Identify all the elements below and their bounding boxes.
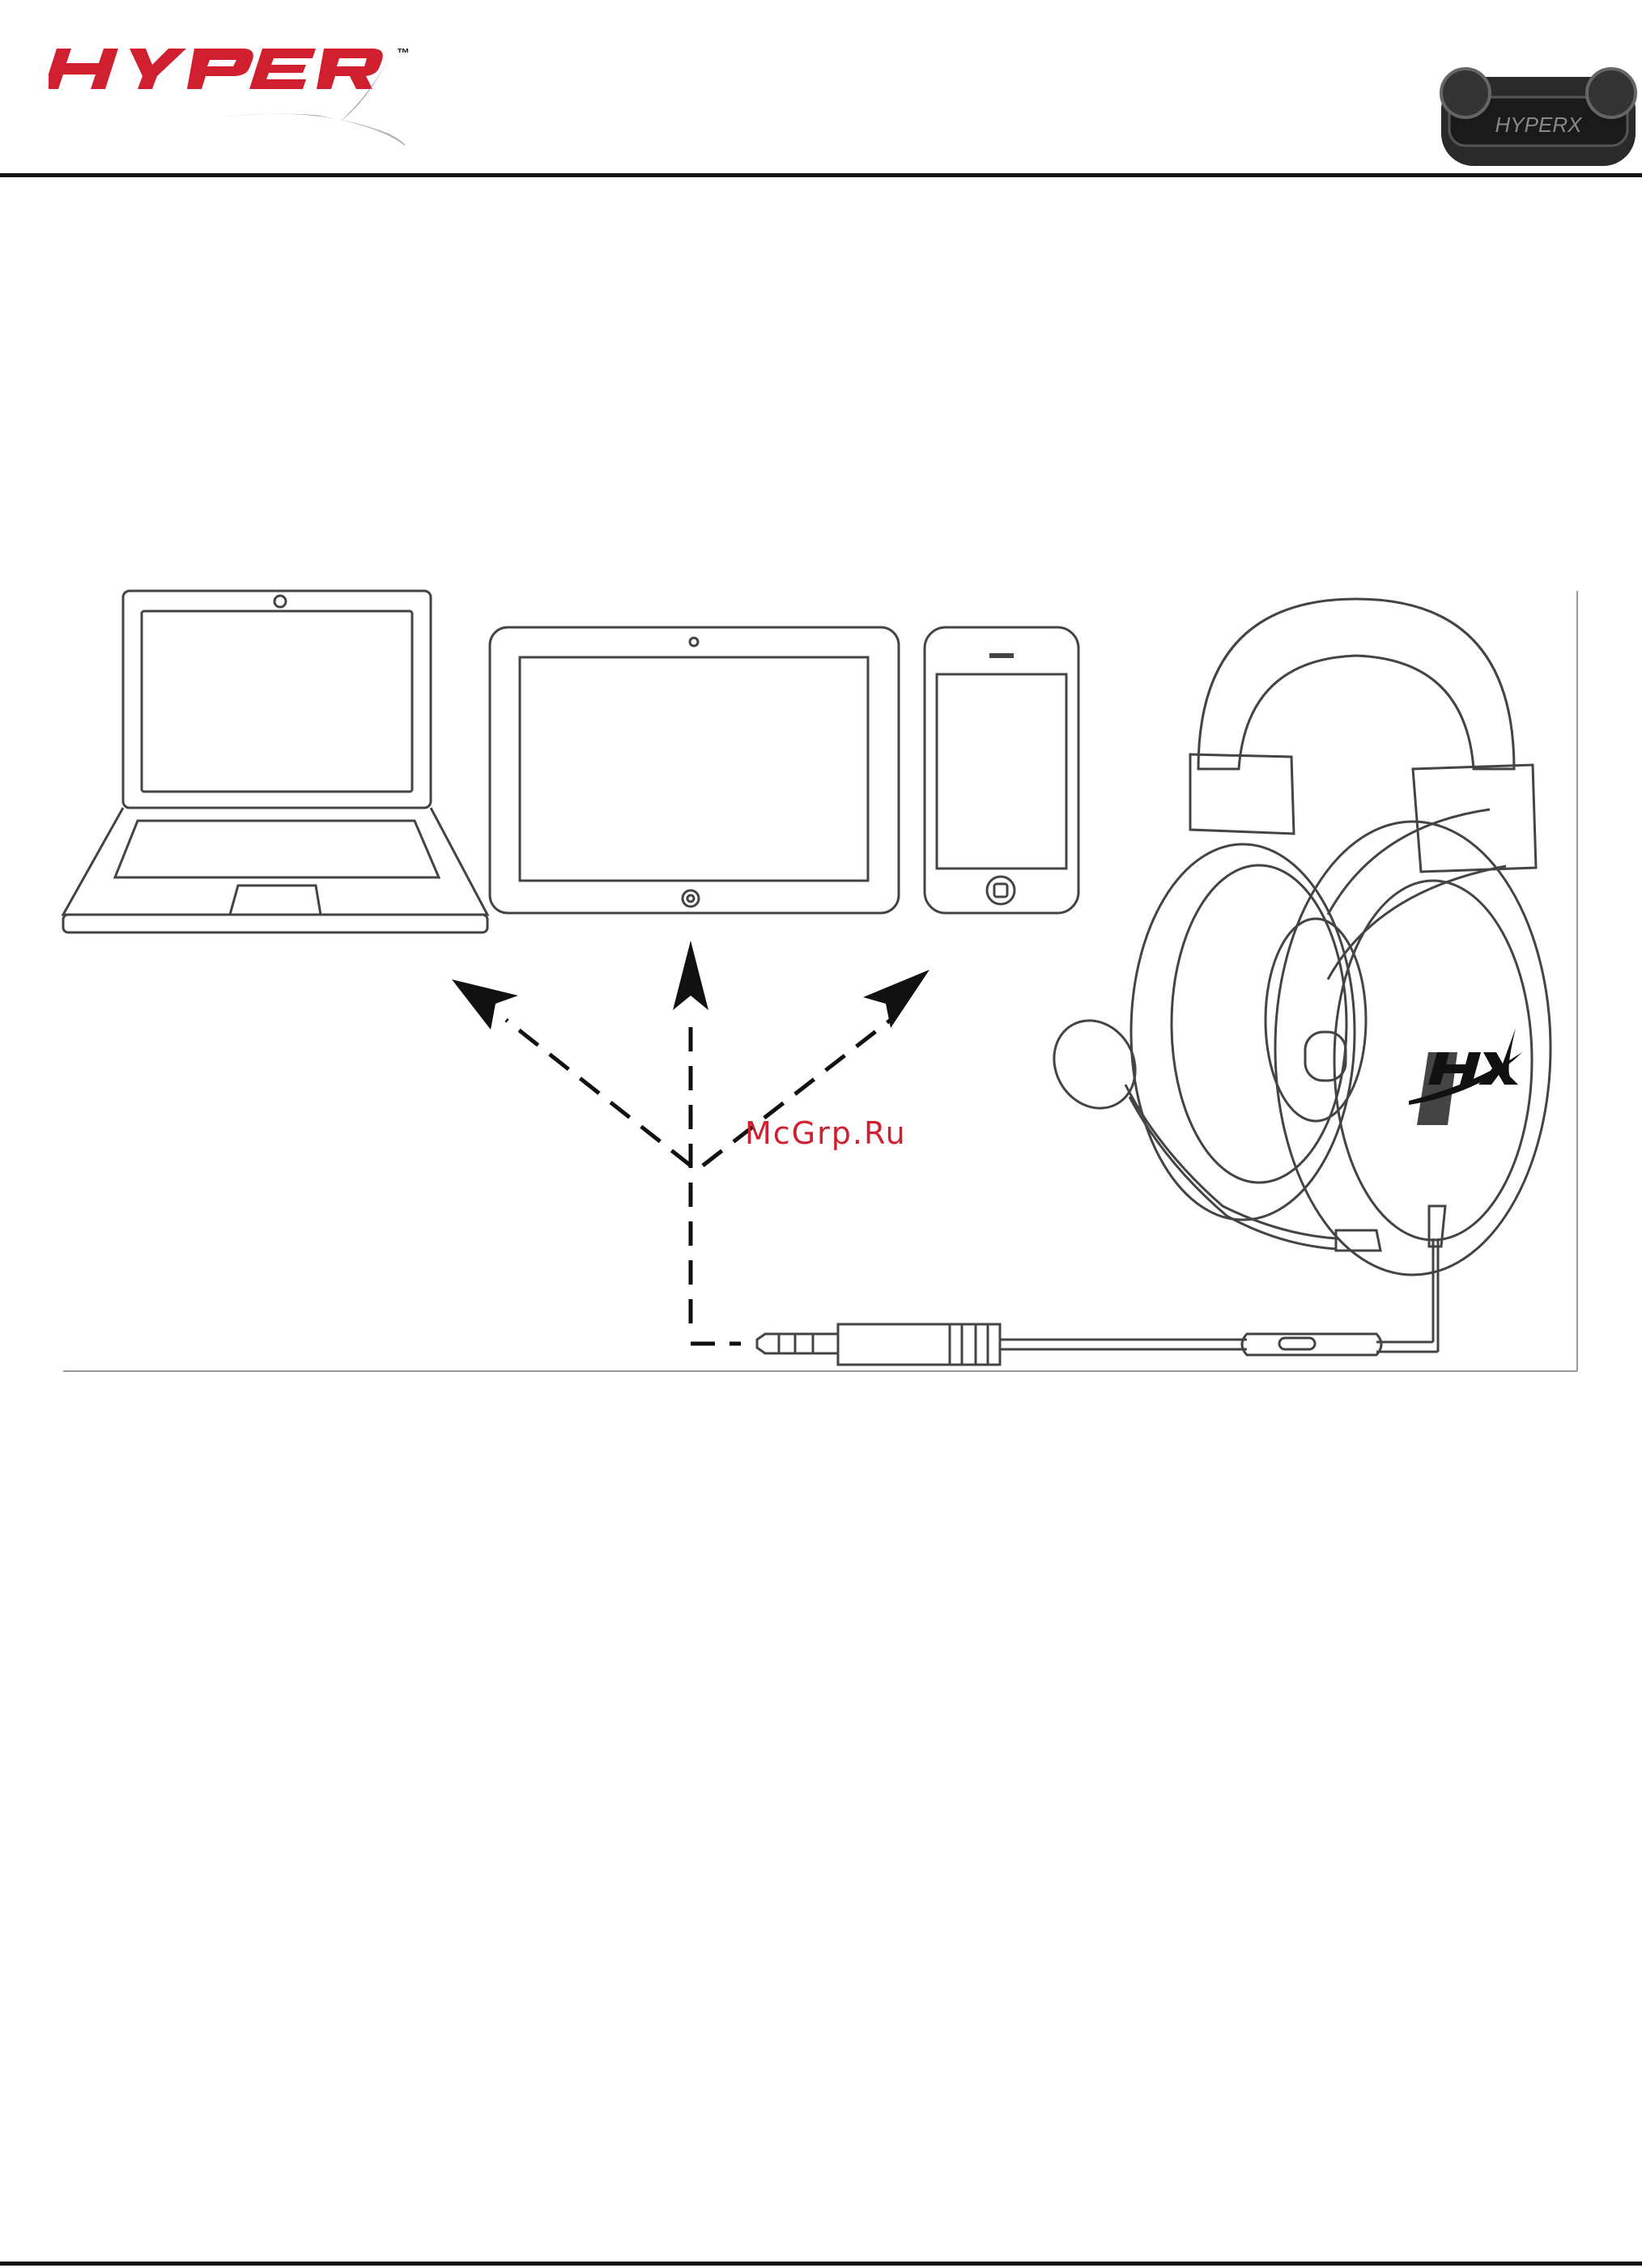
tablet-icon (490, 627, 899, 913)
smartphone-icon (925, 627, 1078, 913)
page-header: ™ HYPERX (0, 0, 1642, 178)
footer-rule (0, 2262, 1642, 2266)
header-rule (0, 173, 1642, 177)
laptop-icon (63, 591, 487, 932)
connection-diagram (0, 567, 1642, 1392)
audio-jack-icon (757, 1238, 1438, 1365)
hyperx-logo (49, 40, 405, 150)
trademark-symbol: ™ (397, 47, 410, 62)
svg-text:HYPERX: HYPERX (1495, 113, 1584, 137)
watermark-text: McGrp.Ru (745, 1115, 907, 1151)
headset-photo-icon: HYPERX (1433, 61, 1642, 174)
headset-icon (1038, 599, 1551, 1275)
